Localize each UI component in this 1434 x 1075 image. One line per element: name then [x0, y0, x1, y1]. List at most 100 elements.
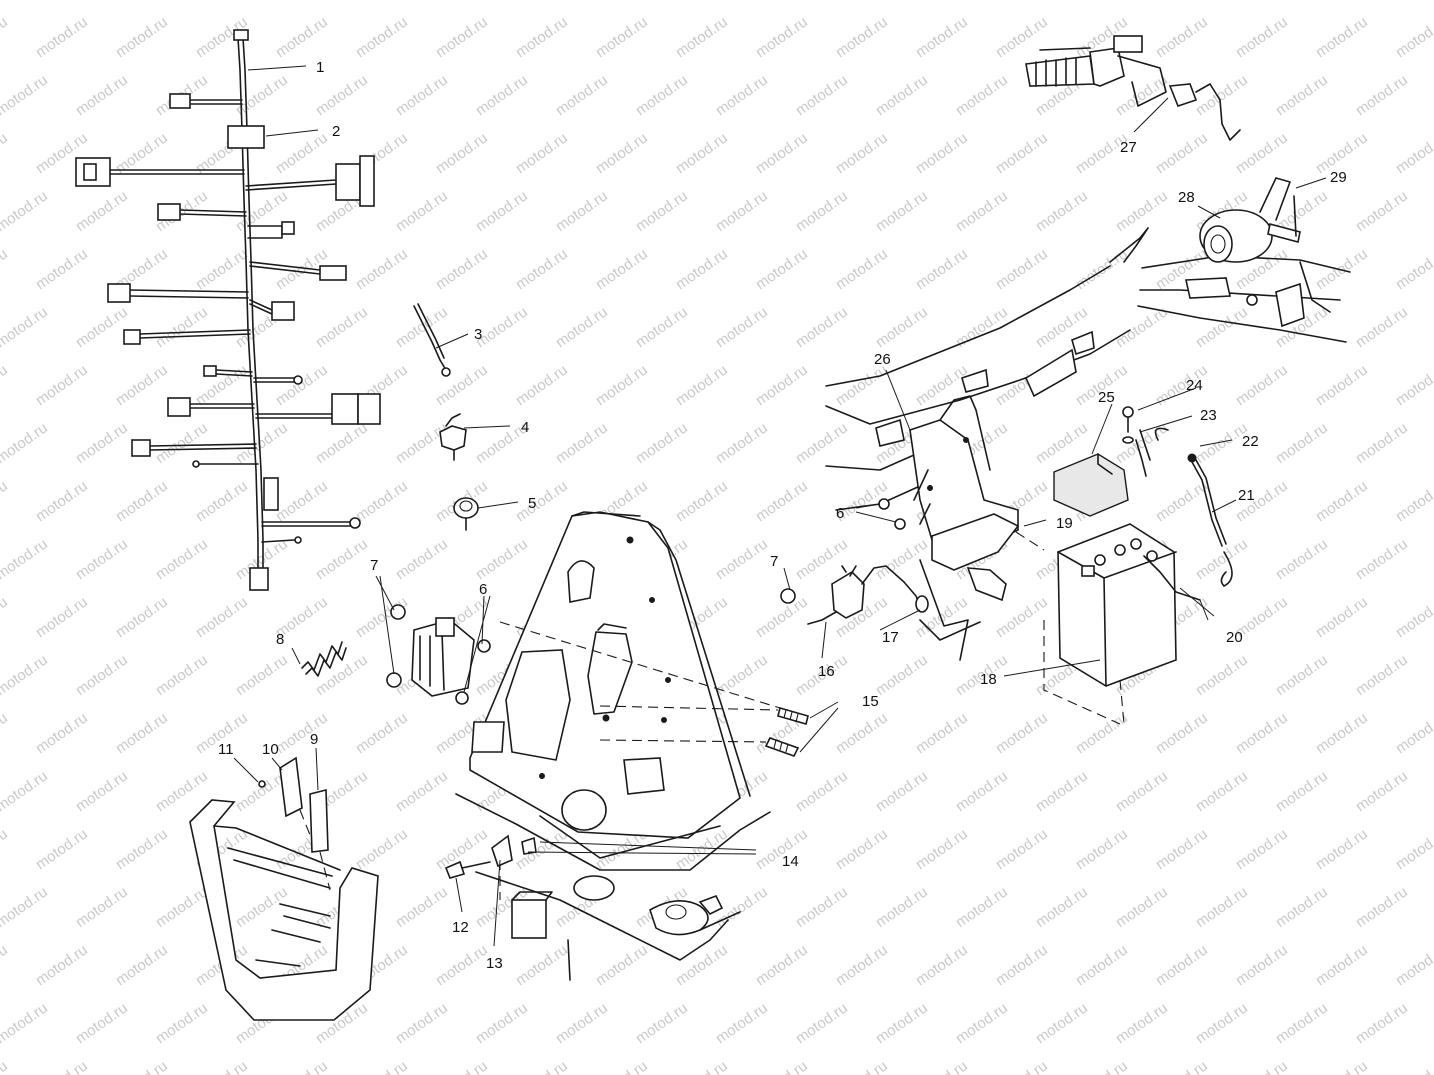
watermark-text: motod.ru	[1393, 1057, 1434, 1075]
watermark-text: motod.ru	[433, 361, 491, 409]
watermark-text: motod.ru	[513, 13, 571, 61]
watermark-text: motod.ru	[273, 709, 331, 757]
watermark-text: motod.ru	[233, 883, 291, 931]
watermark-text: motod.ru	[633, 0, 691, 3]
watermark-text: motod.ru	[1233, 825, 1291, 873]
callout-20: 20	[1226, 629, 1243, 646]
watermark-text: motod.ru	[593, 13, 651, 61]
watermark-text: motod.ru	[913, 245, 971, 293]
watermark-text: motod.ru	[353, 245, 411, 293]
callout-labels: 1 2 3 4 5 6 6 7 7 8 9 10 11 12 13 14 15 …	[218, 59, 1347, 972]
watermark-text: motod.ru	[1353, 0, 1411, 3]
watermark-text: motod.ru	[33, 1057, 91, 1075]
watermark-text: motod.ru	[673, 129, 731, 177]
watermark-text: motod.ru	[633, 419, 691, 467]
watermark-text: motod.ru	[913, 825, 971, 873]
watermark-text: motod.ru	[393, 883, 451, 931]
watermark-text: motod.ru	[353, 825, 411, 873]
watermark-text: motod.ru	[513, 361, 571, 409]
watermark-text: motod.ru	[193, 477, 251, 525]
watermark-text: motod.ru	[233, 651, 291, 699]
watermark-text: motod.ru	[553, 0, 611, 3]
watermark-text: motod.ru	[513, 129, 571, 177]
watermark-text: motod.ru	[1233, 709, 1291, 757]
callout-16: 16	[818, 663, 835, 680]
watermark-text: motod.ru	[873, 0, 931, 3]
watermark-text: motod.ru	[1313, 593, 1371, 641]
watermark-text: motod.ru	[1353, 883, 1411, 931]
watermark-text: motod.ru	[0, 709, 11, 757]
watermark-text: motod.ru	[1273, 0, 1331, 3]
watermark-text: motod.ru	[1273, 767, 1331, 815]
watermark-text: motod.ru	[153, 883, 211, 931]
watermark-text: motod.ru	[873, 999, 931, 1047]
watermark-text: motod.ru	[1273, 883, 1331, 931]
watermark-text: motod.ru	[873, 187, 931, 235]
watermark-text: motod.ru	[1233, 129, 1291, 177]
callout-29: 29	[1330, 169, 1347, 186]
watermark-text: motod.ru	[1353, 767, 1411, 815]
watermark-text: motod.ru	[1193, 535, 1251, 583]
watermark-text: motod.ru	[913, 1057, 971, 1075]
watermark-text: motod.ru	[913, 361, 971, 409]
watermark-text: motod.ru	[833, 245, 891, 293]
watermark-text: motod.ru	[73, 71, 131, 119]
callout-3: 3	[474, 326, 482, 343]
battery-part	[1015, 523, 1201, 725]
watermark-text: motod.ru	[1353, 303, 1411, 351]
watermark-text: motod.ru	[833, 941, 891, 989]
watermark-text: motod.ru	[153, 535, 211, 583]
watermark-text: motod.ru	[1273, 651, 1331, 699]
watermark-text: motod.ru	[793, 0, 851, 3]
watermark-text: motod.ru	[713, 651, 771, 699]
callout-21: 21	[1238, 487, 1255, 504]
callout-5: 5	[528, 495, 536, 512]
watermark-text: motod.ru	[593, 1057, 651, 1075]
watermark-text: motod.ru	[553, 187, 611, 235]
watermark-text: motod.ru	[33, 13, 91, 61]
watermark-text: motod.ru	[1073, 1057, 1131, 1075]
watermark-text: motod.ru	[753, 361, 811, 409]
watermark-text: motod.ru	[1393, 941, 1434, 989]
watermark-text: motod.ru	[193, 1057, 251, 1075]
watermark-text: motod.ru	[873, 303, 931, 351]
watermark-text: motod.ru	[393, 71, 451, 119]
watermark-text: motod.ru	[73, 767, 131, 815]
watermark-text: motod.ru	[1113, 187, 1171, 235]
watermark-text: motod.ru	[873, 651, 931, 699]
watermark-text: motod.ru	[313, 303, 371, 351]
watermark-text: motod.ru	[1353, 71, 1411, 119]
watermark-text: motod.ru	[1273, 999, 1331, 1047]
watermark-text: motod.ru	[593, 361, 651, 409]
watermark-text: motod.ru	[113, 941, 171, 989]
watermark-text: motod.ru	[713, 303, 771, 351]
watermark-text: motod.ru	[1153, 1057, 1211, 1075]
watermark-text: motod.ru	[313, 71, 371, 119]
callout-7-right: 7	[770, 553, 778, 570]
watermark-text: motod.ru	[513, 477, 571, 525]
watermark-text: motod.ru	[1393, 825, 1434, 873]
watermark-text: motod.ru	[233, 0, 291, 3]
callout-19: 19	[1056, 515, 1073, 532]
watermark-text: motod.ru	[833, 709, 891, 757]
battery-cable-part	[1154, 427, 1233, 587]
front-bumper-grille	[189, 756, 379, 1021]
watermark-text: motod.ru	[1353, 187, 1411, 235]
callout-28: 28	[1178, 189, 1195, 206]
watermark-text: motod.ru	[113, 825, 171, 873]
watermark-text: motod.ru	[73, 187, 131, 235]
watermark-text: motod.ru	[873, 535, 931, 583]
watermark-text: motod.ru	[113, 361, 171, 409]
watermark-text: motod.ru	[1393, 245, 1434, 293]
watermark-text: motod.ru	[1273, 71, 1331, 119]
watermark-text: motod.ru	[1273, 419, 1331, 467]
callout-17: 17	[882, 629, 899, 646]
watermark-text: motod.ru	[713, 999, 771, 1047]
watermark-text: motod.ru	[113, 477, 171, 525]
callout-6-left: 6	[479, 581, 487, 598]
watermark-text: motod.ru	[113, 709, 171, 757]
watermark-text: motod.ru	[673, 477, 731, 525]
watermark-text: motod.ru	[33, 825, 91, 873]
coil-spring-part	[301, 641, 347, 677]
watermark-text: motod.ru	[393, 0, 451, 3]
